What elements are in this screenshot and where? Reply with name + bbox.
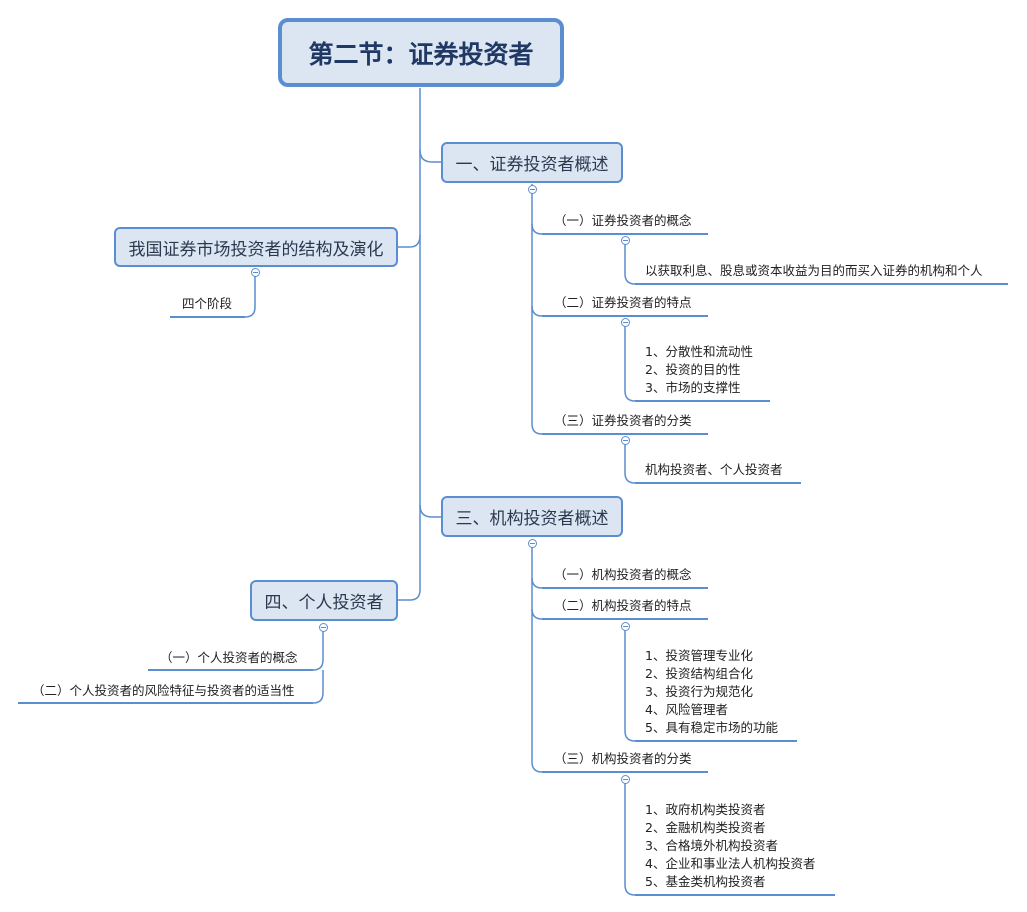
list-item: 2、金融机构类投资者: [645, 820, 766, 835]
collapse-toggle-icon[interactable]: [319, 623, 328, 632]
underline: [542, 233, 708, 235]
underline: [635, 283, 1008, 285]
evolution-stages[interactable]: 四个阶段: [182, 296, 233, 311]
underline: [542, 433, 708, 435]
underline: [18, 702, 313, 704]
root-topic[interactable]: 第二节：证券投资者: [278, 18, 564, 87]
list-item: 1、分散性和流动性: [645, 344, 753, 359]
branch-evolution[interactable]: 我国证券市场投资者的结构及演化: [114, 227, 398, 267]
underline: [635, 894, 835, 896]
branch-overview[interactable]: 一、证券投资者概述: [441, 142, 623, 183]
underline: [542, 315, 708, 317]
list-item: 1、政府机构类投资者: [645, 802, 766, 817]
list-item: 3、合格境外机构投资者: [645, 838, 778, 853]
collapse-toggle-icon[interactable]: [528, 539, 537, 548]
list-item: 2、投资结构组合化: [645, 666, 753, 681]
institutional-features-list[interactable]: 1、投资管理专业化 2、投资结构组合化 3、投资行为规范化 4、风险管理者 5、…: [645, 647, 778, 737]
overview-features-list[interactable]: 1、分散性和流动性 2、投资的目的性 3、市场的支撑性: [645, 343, 753, 397]
collapse-toggle-icon[interactable]: [621, 622, 630, 631]
collapse-toggle-icon[interactable]: [621, 436, 630, 445]
underline: [635, 482, 801, 484]
overview-concept-title[interactable]: （一）证券投资者的概念: [554, 213, 692, 228]
collapse-toggle-icon[interactable]: [621, 236, 630, 245]
collapse-toggle-icon[interactable]: [251, 268, 260, 277]
branch-institutional[interactable]: 三、机构投资者概述: [441, 496, 623, 537]
list-item: 5、具有稳定市场的功能: [645, 720, 778, 735]
list-item: 3、市场的支撑性: [645, 380, 741, 395]
collapse-toggle-icon[interactable]: [621, 318, 630, 327]
institutional-features-title[interactable]: （二）机构投资者的特点: [554, 598, 692, 613]
list-item: 3、投资行为规范化: [645, 684, 753, 699]
overview-concept-content[interactable]: 以获取利息、股息或资本收益为目的而买入证券的机构和个人: [645, 263, 983, 278]
individual-risk-suitability[interactable]: （二）个人投资者的风险特征与投资者的适当性: [32, 683, 295, 698]
underline: [635, 740, 797, 742]
underline: [542, 587, 708, 589]
underline: [148, 669, 313, 671]
underline: [635, 400, 770, 402]
underline: [542, 771, 708, 773]
collapse-toggle-icon[interactable]: [621, 775, 630, 784]
underline: [170, 316, 245, 318]
list-item: 1、投资管理专业化: [645, 648, 753, 663]
collapse-toggle-icon[interactable]: [528, 185, 537, 194]
list-item: 2、投资的目的性: [645, 362, 741, 377]
list-item: 4、企业和事业法人机构投资者: [645, 856, 816, 871]
overview-features-title[interactable]: （二）证券投资者的特点: [554, 295, 692, 310]
institutional-types-title[interactable]: （三）机构投资者的分类: [554, 751, 692, 766]
individual-concept[interactable]: （一）个人投资者的概念: [160, 650, 298, 665]
institutional-types-list[interactable]: 1、政府机构类投资者 2、金融机构类投资者 3、合格境外机构投资者 4、企业和事…: [645, 801, 815, 891]
list-item: 4、风险管理者: [645, 702, 728, 717]
list-item: 5、基金类机构投资者: [645, 874, 766, 889]
overview-types-title[interactable]: （三）证券投资者的分类: [554, 413, 692, 428]
overview-types-content[interactable]: 机构投资者、个人投资者: [645, 462, 783, 477]
branch-individual[interactable]: 四、个人投资者: [250, 580, 398, 621]
underline: [542, 618, 708, 620]
institutional-concept-title[interactable]: （一）机构投资者的概念: [554, 567, 692, 582]
